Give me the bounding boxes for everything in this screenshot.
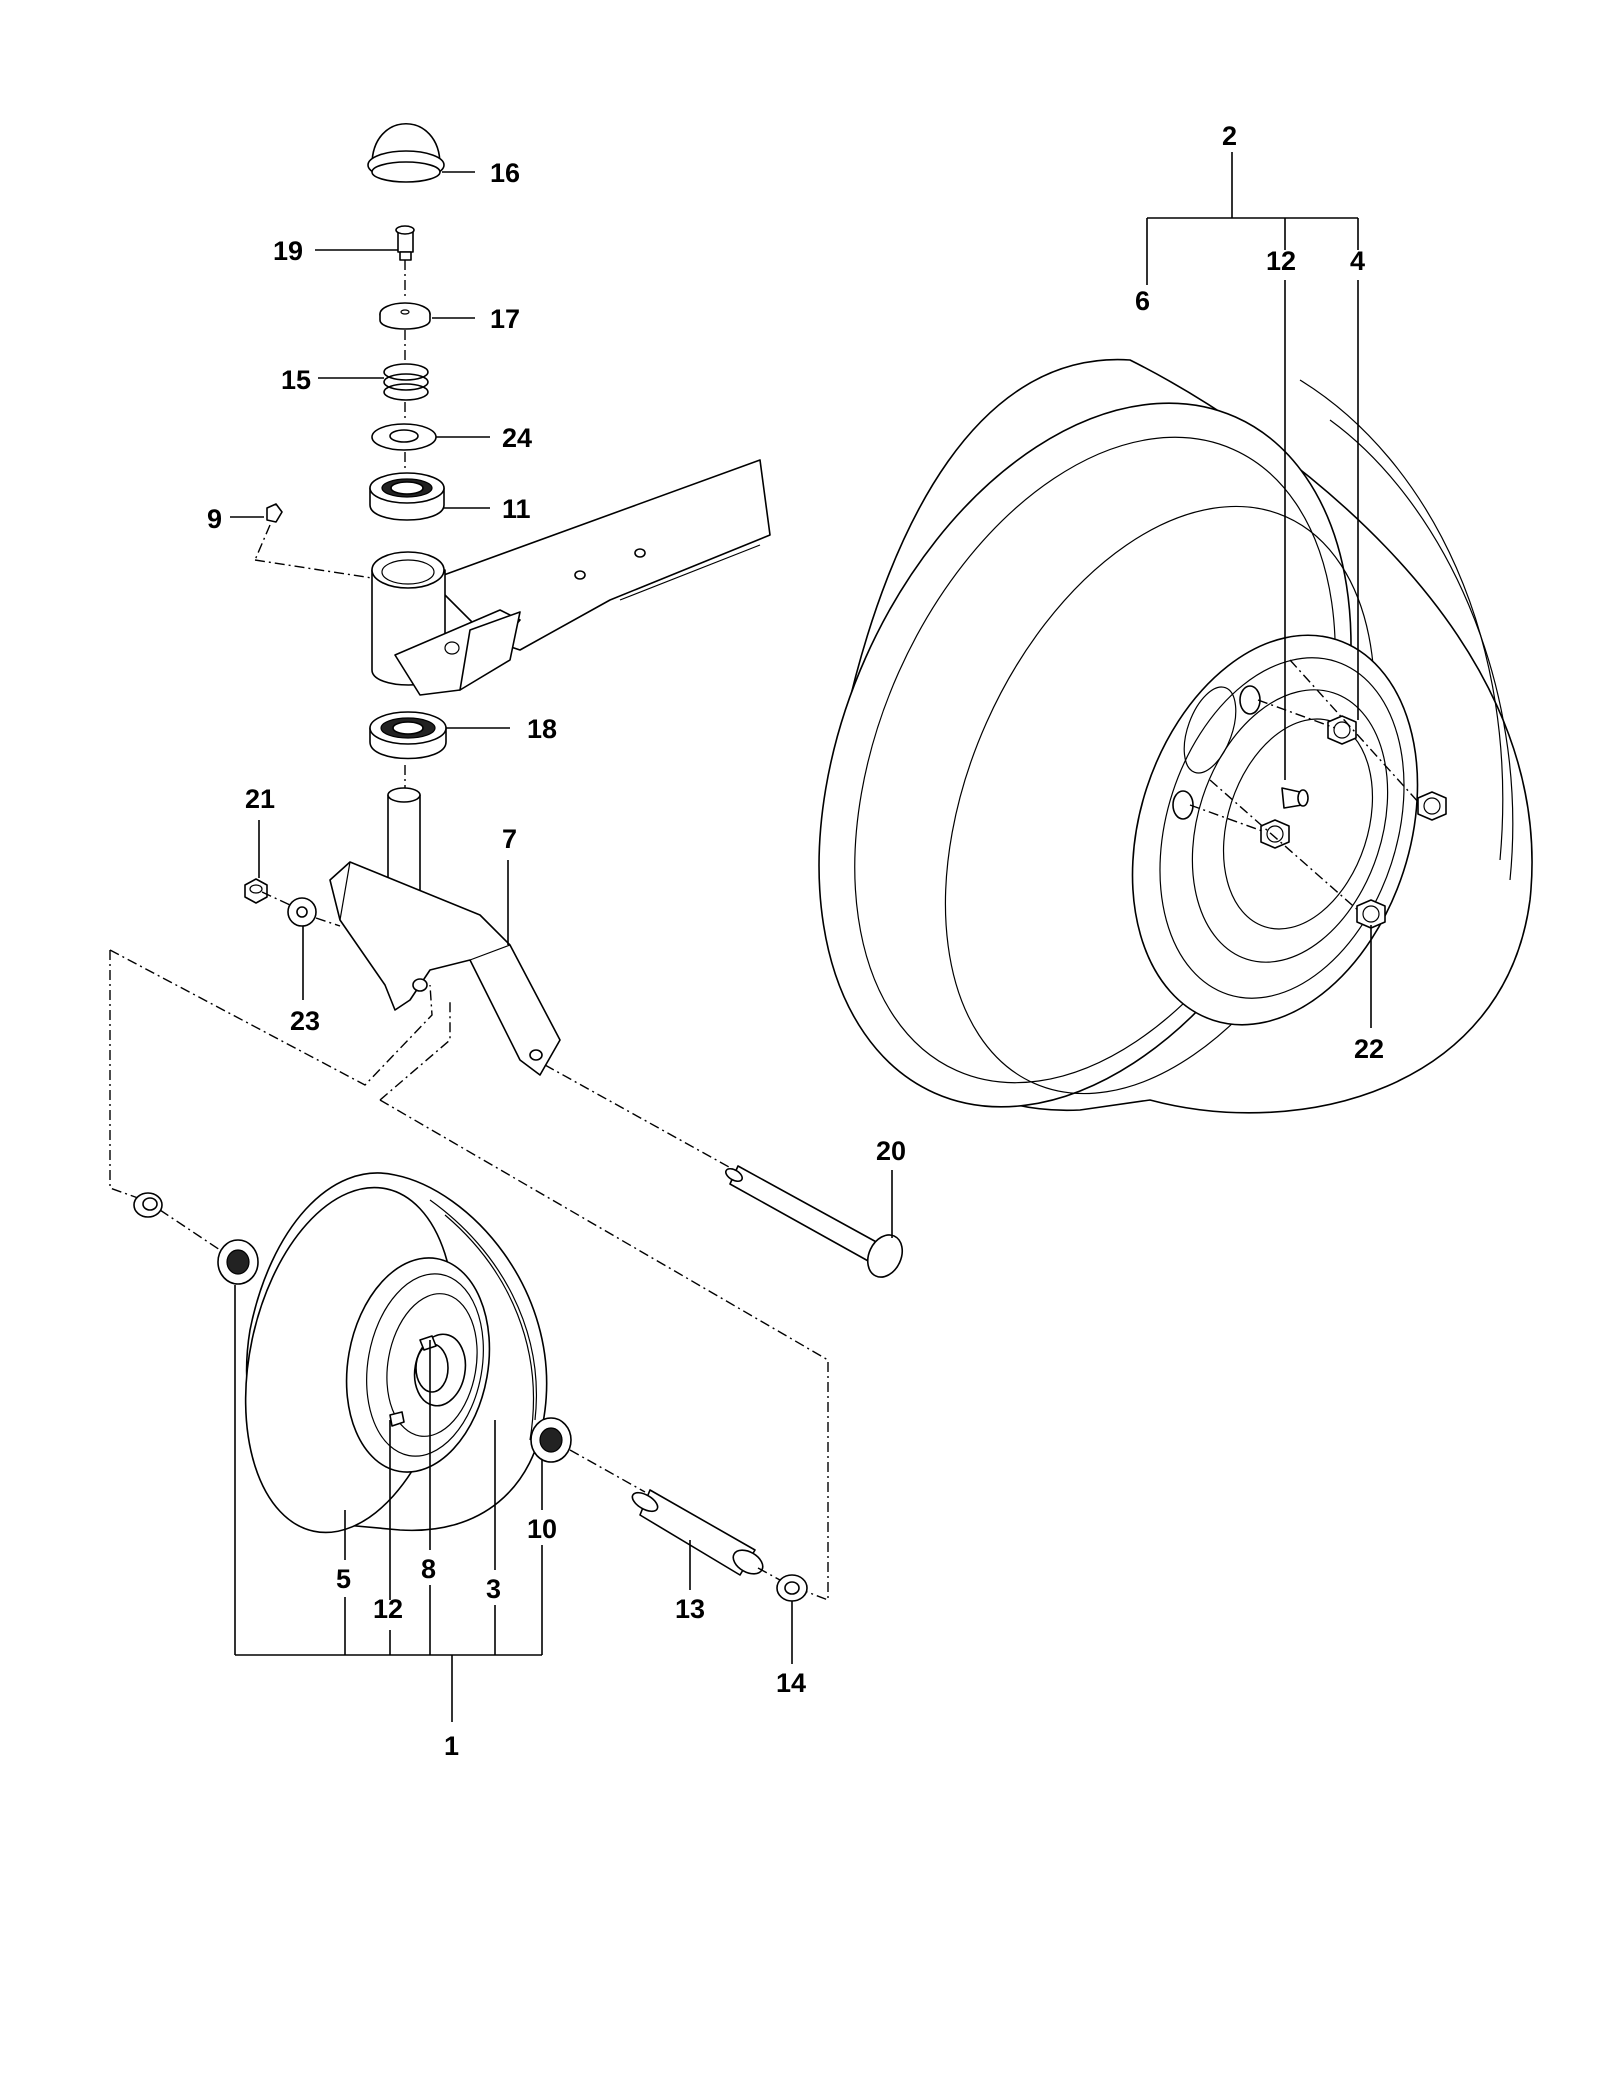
callout-13: 13	[675, 1594, 705, 1624]
end-spacer-icon	[776, 1574, 808, 1602]
callout-17: 17	[490, 304, 520, 334]
callout-12-rear: 12	[1266, 246, 1296, 276]
leader-lines	[230, 152, 1372, 1722]
callout-1: 1	[444, 1731, 459, 1761]
lug-nut-icon	[1356, 899, 1386, 929]
bushing-icon	[217, 1239, 259, 1285]
callout-22: 22	[1354, 1034, 1384, 1064]
callout-3: 3	[486, 1574, 501, 1604]
rear-wheel-assembly	[818, 358, 1533, 1114]
spacer-icon	[133, 1192, 163, 1218]
callout-21: 21	[245, 784, 275, 814]
callout-16: 16	[490, 158, 520, 188]
spacer-tube-icon	[631, 1489, 764, 1576]
callout-4: 4	[1350, 246, 1365, 276]
callout-14: 14	[776, 1668, 806, 1698]
washer-icon	[379, 302, 431, 330]
callout-2: 2	[1222, 121, 1237, 151]
nut-icon	[244, 878, 268, 904]
spindle-housing	[371, 551, 521, 696]
lower-bearing-icon	[369, 711, 447, 760]
callout-24: 24	[502, 423, 532, 453]
spring-icon	[383, 363, 429, 401]
callout-11: 11	[502, 494, 531, 524]
frame-arm	[429, 459, 771, 651]
callout-6: 6	[1135, 286, 1150, 316]
callout-12-front: 12	[373, 1594, 403, 1624]
callout-20: 20	[876, 1136, 906, 1166]
bushing-right-icon	[530, 1417, 572, 1463]
caster-fork	[329, 787, 561, 1076]
lug-nut-icon	[1260, 819, 1290, 849]
callout-23: 23	[290, 1006, 320, 1036]
callout-7: 7	[502, 824, 517, 854]
axle-bolt-icon	[725, 1165, 904, 1278]
thrust-washer-icon	[371, 423, 437, 451]
callout-19: 19	[273, 236, 303, 266]
callout-8: 8	[421, 1554, 436, 1584]
dust-cap-icon	[367, 122, 445, 183]
callout-5: 5	[336, 1564, 351, 1594]
lug-nut-icon	[1327, 715, 1357, 745]
upper-bearing-icon	[369, 472, 445, 521]
lug-nut-icon	[1417, 791, 1447, 821]
front-wheel-assembly	[244, 1172, 548, 1534]
grease-fitting-icon	[266, 503, 283, 523]
bolt-icon	[395, 225, 415, 261]
callout-18: 18	[527, 714, 557, 744]
callout-15: 15	[281, 365, 311, 395]
callout-10: 10	[527, 1514, 557, 1544]
washer-small-icon	[287, 897, 317, 927]
callout-9: 9	[207, 504, 222, 534]
